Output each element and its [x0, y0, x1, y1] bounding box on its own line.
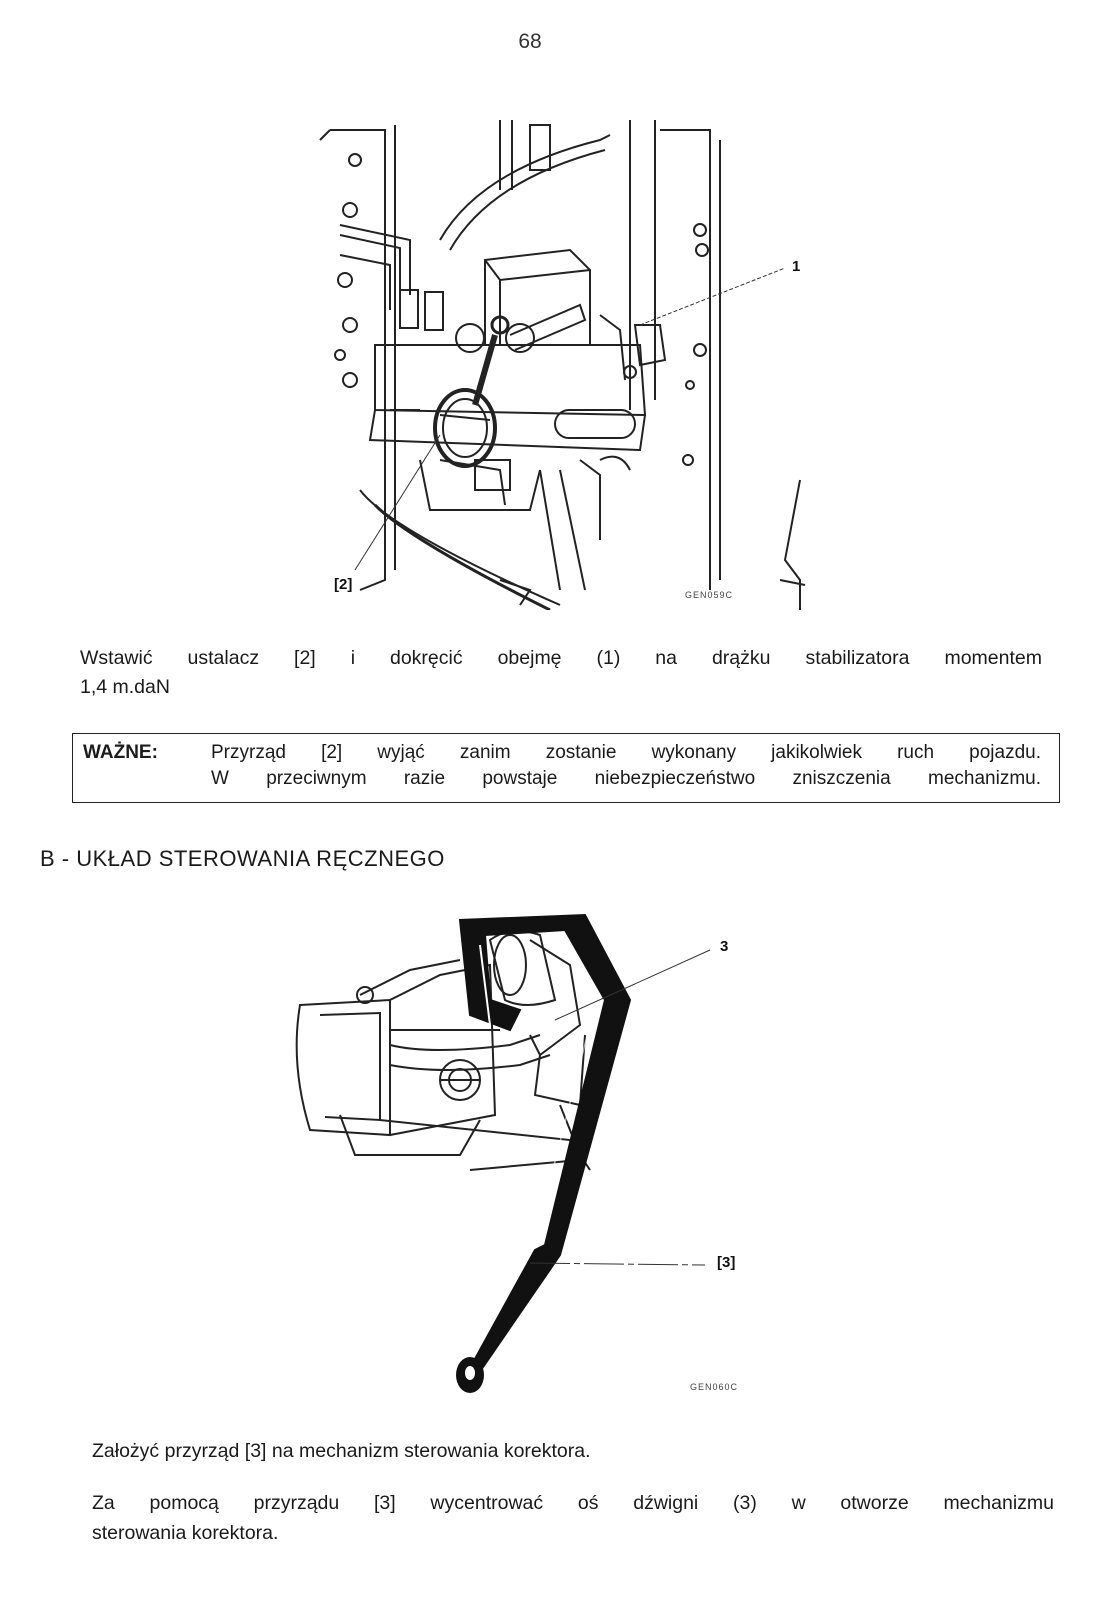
warning-line-2: W przeciwnym razie powstaje niebezpiecze…	[211, 768, 1041, 789]
section-heading: B - UKŁAD STEROWANIA RĘCZNEGO	[40, 846, 445, 871]
warning-note: WAŻNE: Przyrząd [2] wyjąć zanim zostanie…	[72, 733, 1060, 803]
figure-code: GEN060C	[690, 1382, 739, 1392]
callout-tool-3: [3]	[717, 1254, 736, 1271]
paragraph-mount-tool: Założyć przyrząd [3] na mechanizm sterow…	[92, 1440, 591, 1462]
callout-3: 3	[720, 938, 729, 955]
paragraph-line-end: sterowania korektora.	[92, 1522, 279, 1544]
paragraph-center-axis: Za pomocą przyrządu [3] wycentrować oś d…	[92, 1490, 1054, 1517]
callout-1: 1	[792, 258, 801, 275]
warning-label: WAŻNE:	[83, 742, 158, 763]
figure-manual-control: 3 [3] GEN060C	[280, 905, 780, 1405]
page-number: 68	[518, 30, 542, 53]
paragraph-line-torque: 1,4 m.daN	[80, 676, 170, 698]
figure-code: GEN059C	[685, 590, 734, 600]
paragraph-line: Za pomocą przyrządu [3] wycentrować oś d…	[92, 1492, 1054, 1514]
paragraph-line: Wstawić ustalacz [2] i dokręcić obejmę (…	[80, 647, 1042, 669]
paragraph-install-retainer: Wstawić ustalacz [2] i dokręcić obejmę (…	[80, 645, 1042, 672]
stabilizer-illustration	[319, 120, 806, 612]
warning-line-1: Przyrząd [2] wyjąć zanim zostanie wykona…	[211, 742, 1041, 763]
manual-control-illustration	[295, 913, 711, 1393]
figure-stabilizer: 1 [2] GEN059C	[300, 110, 820, 612]
callout-tool-2: [2]	[334, 576, 353, 593]
